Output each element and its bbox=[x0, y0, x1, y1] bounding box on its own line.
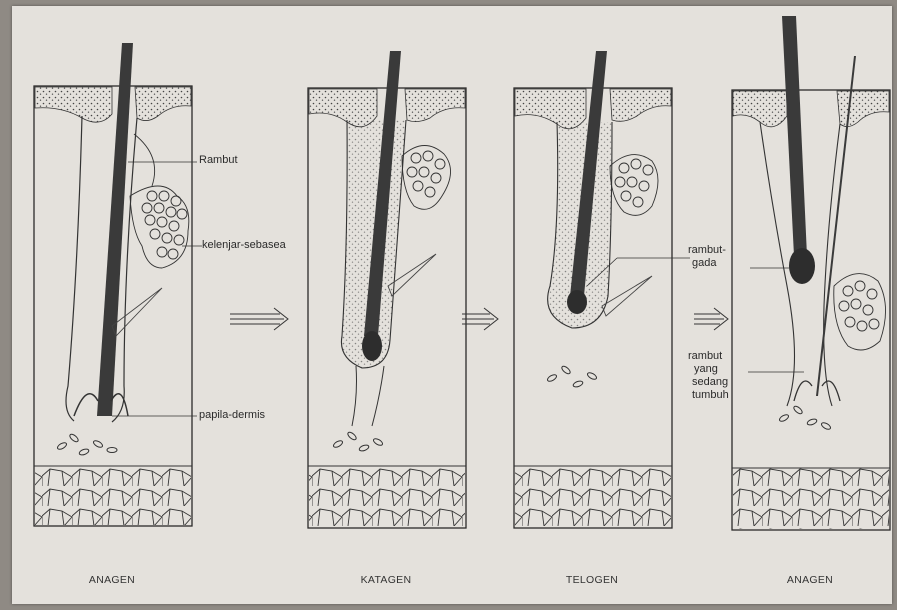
label-rambut-tumbuh: rambut yang sedang tumbuh bbox=[688, 350, 729, 402]
textbook-page: Rambut kelenjar-sebasea papila-dermis ra… bbox=[12, 6, 892, 604]
subcutaneous-layer bbox=[309, 466, 465, 527]
stage-label-katagen: KATAGEN bbox=[326, 574, 446, 586]
old-hair-club bbox=[789, 248, 815, 284]
panel-anagen-1 bbox=[34, 43, 202, 526]
label-tumbuh-line2: yang bbox=[688, 363, 729, 376]
label-papila-dermis: papila-dermis bbox=[199, 409, 265, 422]
label-rambut-gada: rambut- gada bbox=[688, 244, 726, 270]
gland-duct bbox=[134, 134, 155, 186]
epidermis-right bbox=[837, 91, 889, 127]
stage-label-anagen-2: ANAGEN bbox=[750, 574, 870, 586]
papilla-cells bbox=[778, 405, 831, 431]
epidermis-right bbox=[610, 89, 671, 121]
hair-cycle-diagram bbox=[12, 6, 892, 604]
label-rambut-gada-line1: rambut- bbox=[688, 244, 726, 257]
hair-club bbox=[567, 290, 587, 314]
epithelial-strand bbox=[352, 366, 384, 426]
panel-anagen-2 bbox=[732, 16, 890, 530]
new-hair-shaft bbox=[816, 56, 856, 396]
old-hair-shaft bbox=[782, 16, 807, 256]
subcutaneous-layer bbox=[733, 468, 889, 529]
papilla-cells bbox=[546, 365, 597, 388]
label-kelenjar-sebasea: kelenjar-sebasea bbox=[202, 239, 286, 252]
papilla-cells bbox=[332, 431, 383, 452]
arrow-2 bbox=[462, 308, 498, 330]
stage-label-anagen-1: ANAGEN bbox=[52, 574, 172, 586]
label-rambut-gada-line2: gada bbox=[688, 257, 726, 270]
subcutaneous-layer bbox=[35, 466, 191, 525]
stage-label-telogen: TELOGEN bbox=[532, 574, 652, 586]
panel-telogen bbox=[514, 51, 690, 528]
epidermis-left bbox=[733, 91, 787, 127]
panel-katagen bbox=[308, 51, 466, 528]
arrector-pili bbox=[112, 288, 162, 336]
panel-frame bbox=[732, 90, 890, 530]
papilla-cells bbox=[56, 433, 117, 456]
epidermis-right bbox=[135, 87, 191, 121]
sebaceous-gland bbox=[610, 155, 658, 216]
label-rambut: Rambut bbox=[199, 154, 238, 167]
label-tumbuh-line3: sedang bbox=[688, 376, 729, 389]
sebaceous-gland bbox=[402, 145, 451, 209]
epidermis-left bbox=[35, 87, 112, 122]
label-tumbuh-line1: rambut bbox=[688, 350, 729, 363]
label-tumbuh-line4: tumbuh bbox=[688, 389, 729, 402]
arrector-pili bbox=[602, 276, 652, 316]
subcutaneous-layer bbox=[515, 466, 671, 527]
hair-club bbox=[362, 331, 382, 361]
arrow-1 bbox=[230, 308, 288, 330]
sebaceous-gland bbox=[130, 186, 189, 268]
epidermis-right bbox=[405, 89, 465, 122]
sebaceous-gland bbox=[834, 274, 886, 350]
arrow-3 bbox=[694, 308, 728, 330]
